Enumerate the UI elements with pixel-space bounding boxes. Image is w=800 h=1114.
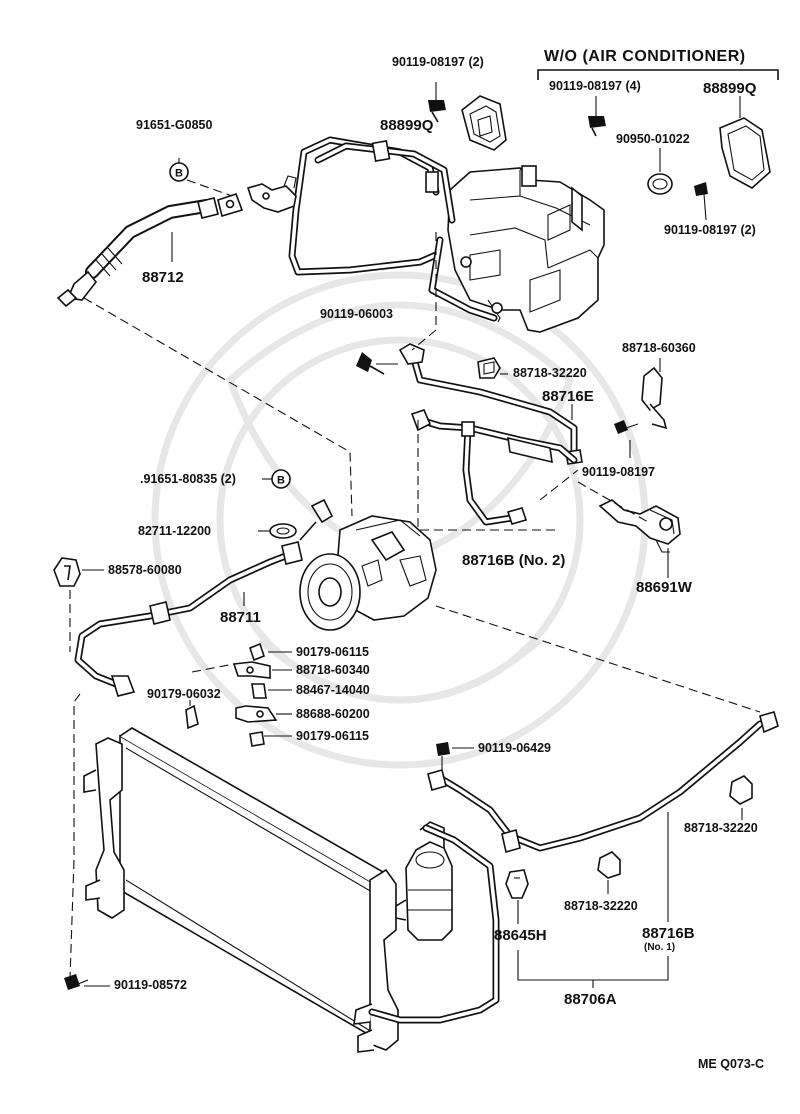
label-90119-08572: 90119-08572 bbox=[114, 978, 187, 992]
label-90119-08197-2-top: 90119-08197 (2) bbox=[392, 55, 484, 69]
hose-88711 bbox=[74, 498, 334, 697]
pipe-88716b-no2 bbox=[410, 409, 578, 526]
label-90950-01022: 90950-01022 bbox=[616, 132, 690, 146]
clamp-stack bbox=[185, 642, 278, 747]
clamp-88718-32220-top bbox=[477, 357, 501, 379]
label-91651-80835: .91651-80835 (2) bbox=[140, 472, 236, 486]
label-88718-60340: 88718-60340 bbox=[296, 663, 370, 677]
b-symbol-top: B bbox=[169, 162, 189, 182]
label-88718-32220-top: 88718-32220 bbox=[513, 366, 587, 380]
label-90119-08197: 90119-08197 bbox=[582, 465, 655, 479]
label-88712: 88712 bbox=[142, 269, 184, 286]
label-88578-60080: 88578-60080 bbox=[108, 563, 182, 577]
label-90119-06003: 90119-06003 bbox=[320, 307, 393, 321]
cover-88899q-wo bbox=[719, 96, 771, 189]
pipe-88716b-no1 bbox=[368, 711, 779, 1024]
switch-88691w bbox=[598, 499, 681, 553]
label-88645h: 88645H bbox=[494, 927, 547, 944]
label-88711: 88711 bbox=[220, 609, 261, 626]
bracket-88899q-main bbox=[461, 95, 507, 151]
label-90119-08197-4: 90119-08197 (4) bbox=[549, 79, 641, 93]
label-88718-32220-mid: 88718-32220 bbox=[564, 899, 638, 913]
label-88688-60200: 88688-60200 bbox=[296, 707, 370, 721]
bolt-90119-08197-top bbox=[428, 82, 446, 123]
leader-lines bbox=[69, 158, 761, 988]
label-91651-g0850: 91651-G0850 bbox=[136, 118, 213, 132]
fitting-near-88712 bbox=[246, 175, 297, 213]
svg-text:B: B bbox=[277, 475, 285, 487]
svg-text:B: B bbox=[175, 168, 183, 180]
label-88899q-main: 88899Q bbox=[380, 117, 434, 134]
bolt-90119-08197-right bbox=[694, 182, 708, 221]
label-88716e: 88716E bbox=[542, 388, 594, 405]
label-88706a: 88706A bbox=[564, 991, 617, 1008]
bolt-90119-06003 bbox=[356, 352, 385, 375]
clamp-88718-60360 bbox=[641, 366, 668, 430]
compressor bbox=[299, 515, 437, 631]
label-90179-06115-a: 90179-06115 bbox=[296, 645, 369, 659]
bolt-90119-08197-4 bbox=[588, 96, 606, 137]
label-90119-08197-2-right: 90119-08197 (2) bbox=[664, 223, 756, 237]
label-82711-12200: 82711-12200 bbox=[138, 524, 211, 538]
condenser bbox=[83, 727, 399, 1053]
catalog-code: ME Q073-C bbox=[698, 1057, 764, 1071]
insulator-88578-60080 bbox=[53, 557, 81, 587]
hose-88712 bbox=[56, 192, 244, 308]
bolt-90119-06429 bbox=[436, 742, 450, 770]
wo-ac-header: W/O (AIR CONDITIONER) bbox=[544, 48, 746, 65]
label-88716b-no2: 88716B (No. 2) bbox=[462, 552, 566, 569]
label-88718-60360: 88718-60360 bbox=[622, 341, 696, 355]
evaporator-unit bbox=[447, 165, 605, 333]
pressure-switch-88645h bbox=[505, 869, 529, 899]
label-88899q-wo: 88899Q bbox=[703, 80, 757, 97]
label-88716b: 88716B bbox=[642, 925, 695, 942]
label-88691w: 88691W bbox=[636, 579, 692, 596]
label-88467-14040: 88467-14040 bbox=[296, 683, 370, 697]
clamp-88718-32220-right bbox=[729, 775, 753, 805]
label-90179-06032: 90179-06032 bbox=[147, 687, 221, 701]
receiver-drier bbox=[395, 821, 453, 941]
bolt-90119-08197-mid bbox=[614, 420, 639, 434]
b-symbol-mid: B bbox=[271, 469, 291, 489]
label-88718-32220-right: 88718-32220 bbox=[684, 821, 758, 835]
wo-variant-bracket bbox=[537, 69, 779, 80]
label-90119-06429: 90119-06429 bbox=[478, 741, 551, 755]
clamp-88718-32220-mid bbox=[597, 851, 621, 879]
bolt-90119-08572 bbox=[64, 974, 89, 990]
label-90179-06115-b: 90179-06115 bbox=[296, 729, 369, 743]
plug-90950-01022 bbox=[647, 148, 673, 195]
label-no1: (No. 1) bbox=[644, 942, 676, 953]
oring-82711-12200 bbox=[269, 523, 297, 539]
